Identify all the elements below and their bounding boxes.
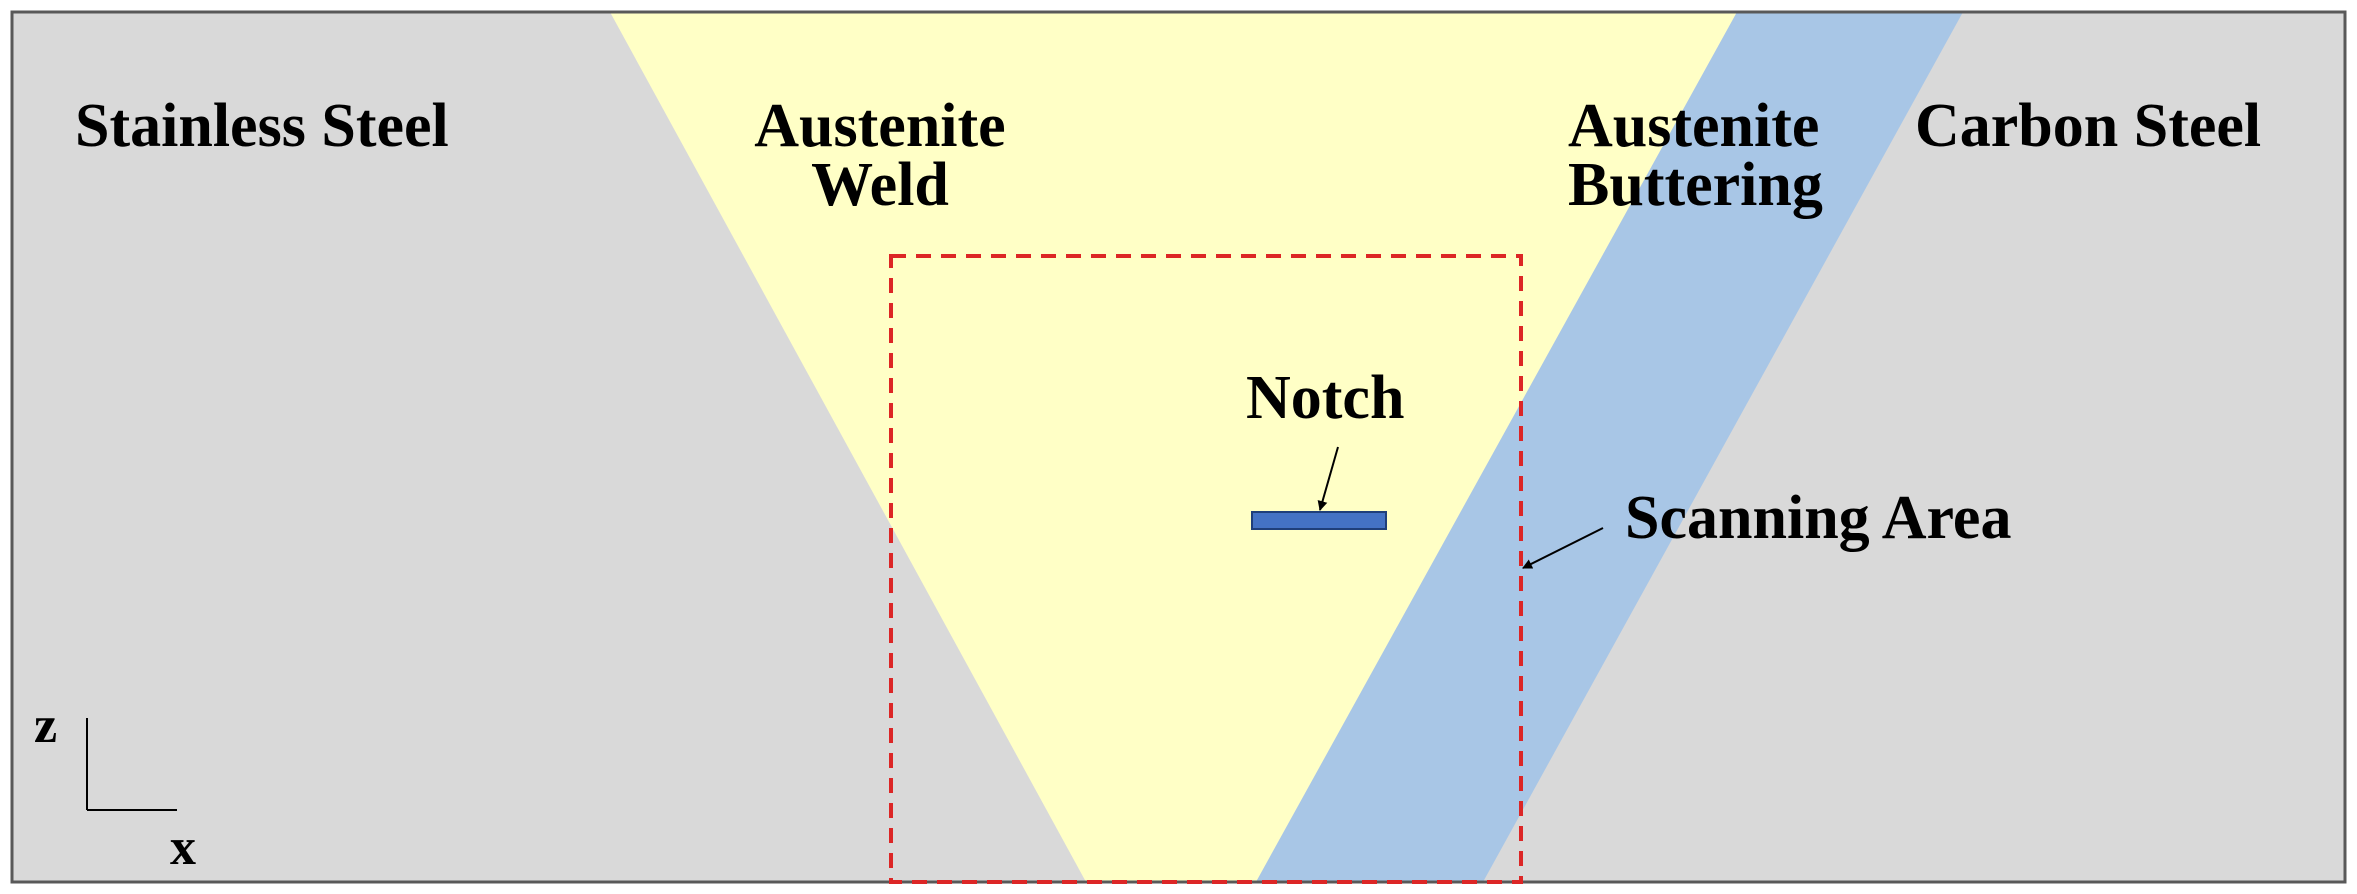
carbon-steel-label: Carbon Steel (1915, 92, 2261, 160)
z-axis-label: z (34, 697, 57, 754)
scanning-area-arrow (1522, 527, 1604, 569)
buttering-label-line1: Austenite (1568, 92, 1819, 160)
austenite-weld-region (610, 12, 1737, 882)
notch-marker (1251, 511, 1387, 530)
buttering-label-line2: Buttering (1568, 151, 1823, 219)
weld-label-line2: Weld (811, 151, 949, 219)
notch-label: Notch (1246, 364, 1404, 432)
austenite-buttering-region (1256, 12, 1963, 882)
weld-label-line1: Austenite (754, 92, 1005, 160)
scanning-area-label: Scanning Area (1625, 484, 2011, 552)
x-axis-label: x (170, 819, 196, 876)
notch-arrow (1317, 446, 1339, 511)
scanning-area-box (889, 254, 1523, 884)
diagram-border (10, 10, 2347, 884)
stainless-steel-label: Stainless Steel (75, 92, 449, 160)
